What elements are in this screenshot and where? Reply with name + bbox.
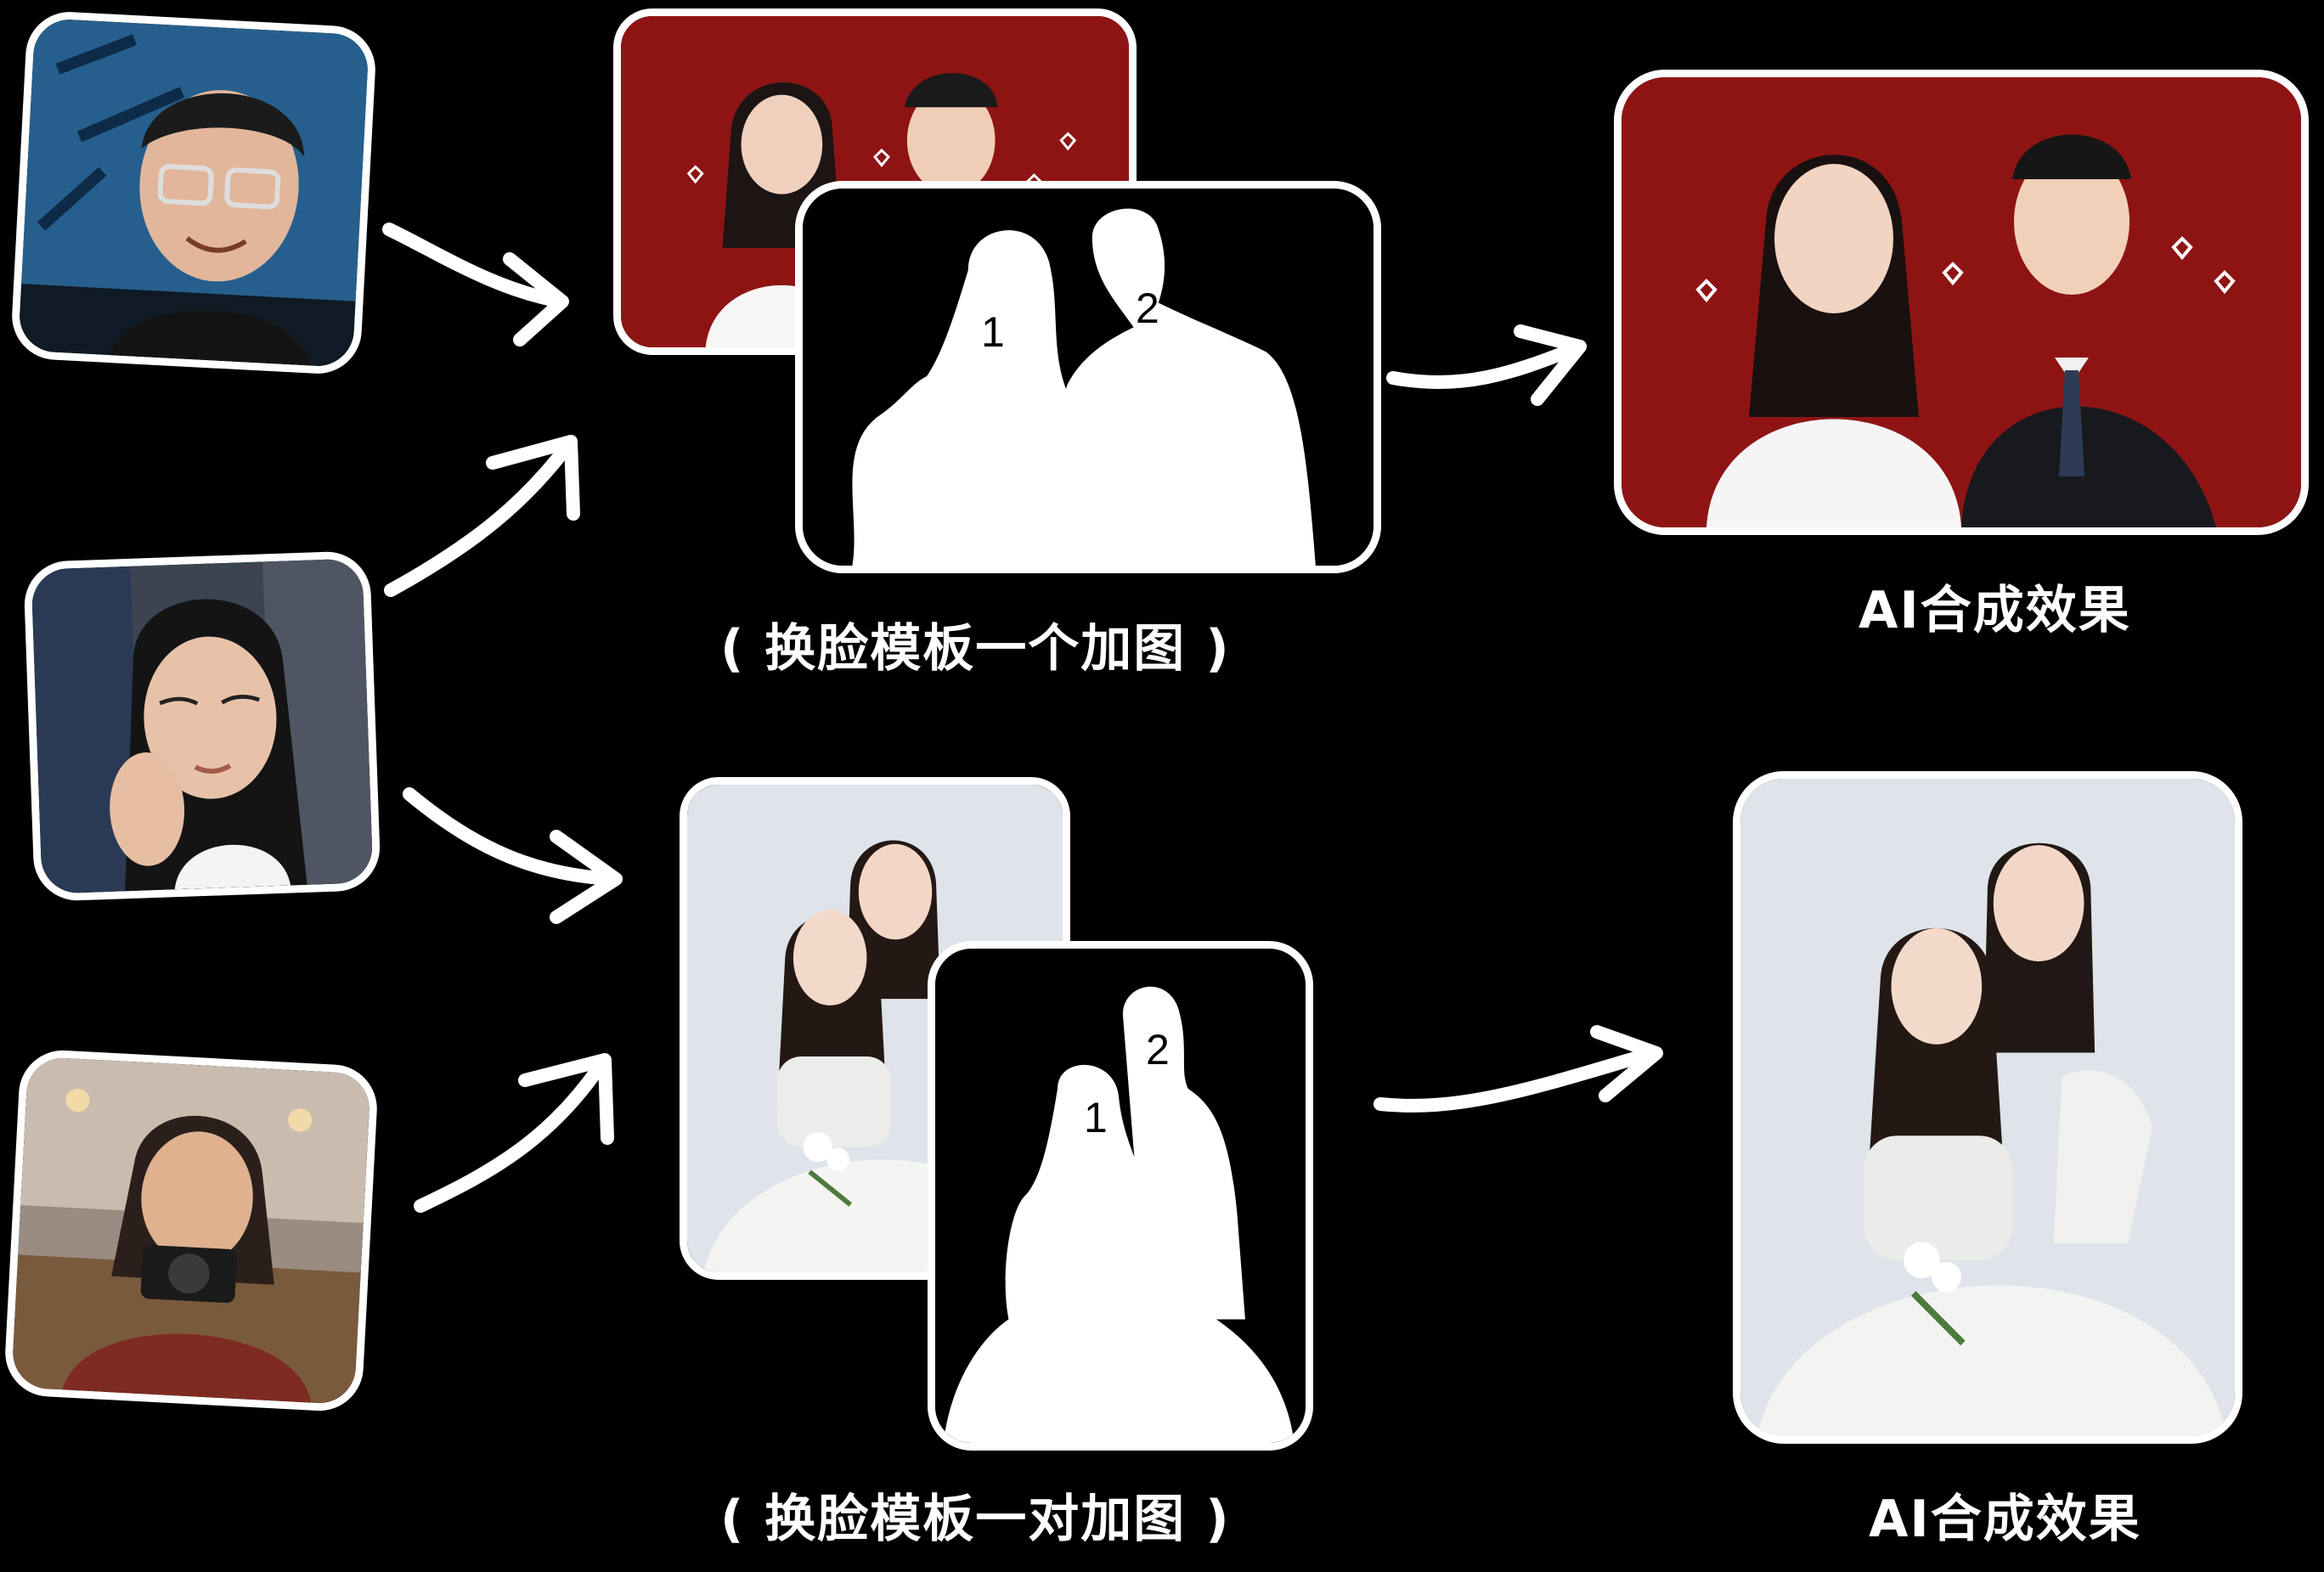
- arrow-icon: [414, 1053, 614, 1213]
- result-photo-couple: [1614, 70, 2309, 535]
- silhouette-mask-icon: [935, 949, 1306, 1443]
- arrow-icon: [382, 223, 569, 347]
- ai-brides-result-icon: [1740, 779, 2235, 1436]
- arrow-icon: [1386, 324, 1587, 406]
- result-photo-brides: [1733, 771, 2242, 1444]
- template-caption-2: ( 换脸模板一对加图 ): [720, 1490, 1231, 1549]
- mask-number-1: 1: [1084, 1094, 1108, 1141]
- arrow-icon: [403, 787, 623, 924]
- arrow-icon: [1374, 1025, 1663, 1113]
- mask-brides: 1 2: [928, 941, 1313, 1451]
- portrait-woman-camera-icon: [11, 1056, 371, 1406]
- silhouette-mask-icon: [803, 189, 1374, 566]
- source-photo-man: [9, 9, 378, 376]
- source-photo-woman: [23, 550, 381, 902]
- result-caption-1: AI合成效果: [1859, 581, 2131, 640]
- result-caption-2: AI合成效果: [1869, 1490, 2141, 1549]
- mask-number-2: 2: [1146, 1026, 1170, 1073]
- arrow-icon: [384, 435, 580, 597]
- mask-couple: 1 2: [795, 181, 1381, 573]
- template-caption-1: ( 换脸模板一个加图 ): [720, 619, 1231, 679]
- source-photo-woman-camera: [3, 1048, 380, 1413]
- mask-number-1: 1: [981, 308, 1005, 356]
- portrait-man-icon: [18, 17, 369, 369]
- portrait-woman-icon: [31, 558, 374, 894]
- ai-couple-result-icon: [1622, 77, 2301, 527]
- mask-number-2: 2: [1136, 285, 1159, 332]
